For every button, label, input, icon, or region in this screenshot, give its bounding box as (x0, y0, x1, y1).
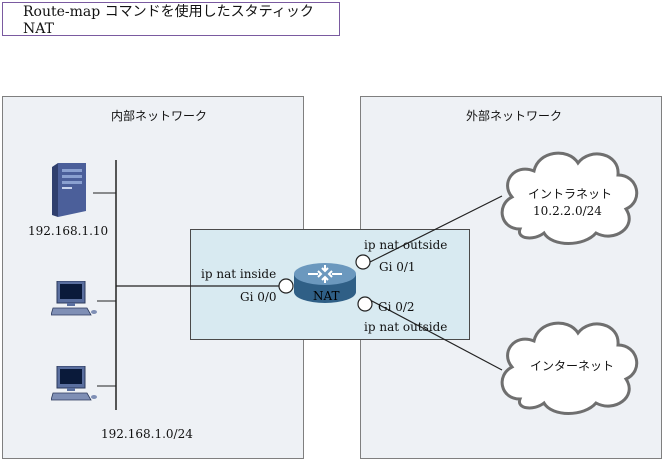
intranet-cloud-icon (496, 143, 642, 253)
ip-nat-inside-label: ip nat inside (201, 267, 277, 281)
diagram-title: Route-map コマンドを使用したスタティックNAT (2, 2, 340, 37)
gi01-interface-marker (355, 254, 371, 270)
inside-subnet-label: 192.168.1.0/24 (101, 427, 193, 441)
internet-name-label: インターネット (530, 359, 615, 373)
server-ip-label: 192.168.1.10 (28, 224, 109, 238)
gi02-interface-marker (357, 296, 373, 312)
intranet-name-label: イントラネット (528, 187, 613, 201)
ip-nat-outside-label-1: ip nat outside (364, 238, 448, 252)
gi02-label: Gi 0/2 (378, 300, 415, 314)
server-icon (52, 163, 86, 222)
router-name-label: NAT (313, 289, 340, 303)
gi00-interface-marker (278, 278, 294, 294)
gi00-label: Gi 0/0 (240, 290, 277, 304)
router-icon (294, 262, 356, 312)
pc-icon (50, 280, 97, 323)
outside-network-label: 外部ネットワーク (466, 109, 563, 123)
gi01-label: Gi 0/1 (379, 260, 416, 274)
intranet-link (369, 195, 503, 263)
inside-network-label: 内部ネットワーク (111, 109, 208, 123)
ip-nat-outside-label-2: ip nat outside (364, 320, 448, 334)
pc-icon (50, 365, 97, 408)
intranet-subnet-label: 10.2.2.0/24 (533, 204, 602, 218)
internet-cloud-icon (496, 313, 642, 423)
internet-link (369, 299, 503, 371)
title-text: Route-map コマンドを使用したスタティックNAT (23, 4, 314, 37)
